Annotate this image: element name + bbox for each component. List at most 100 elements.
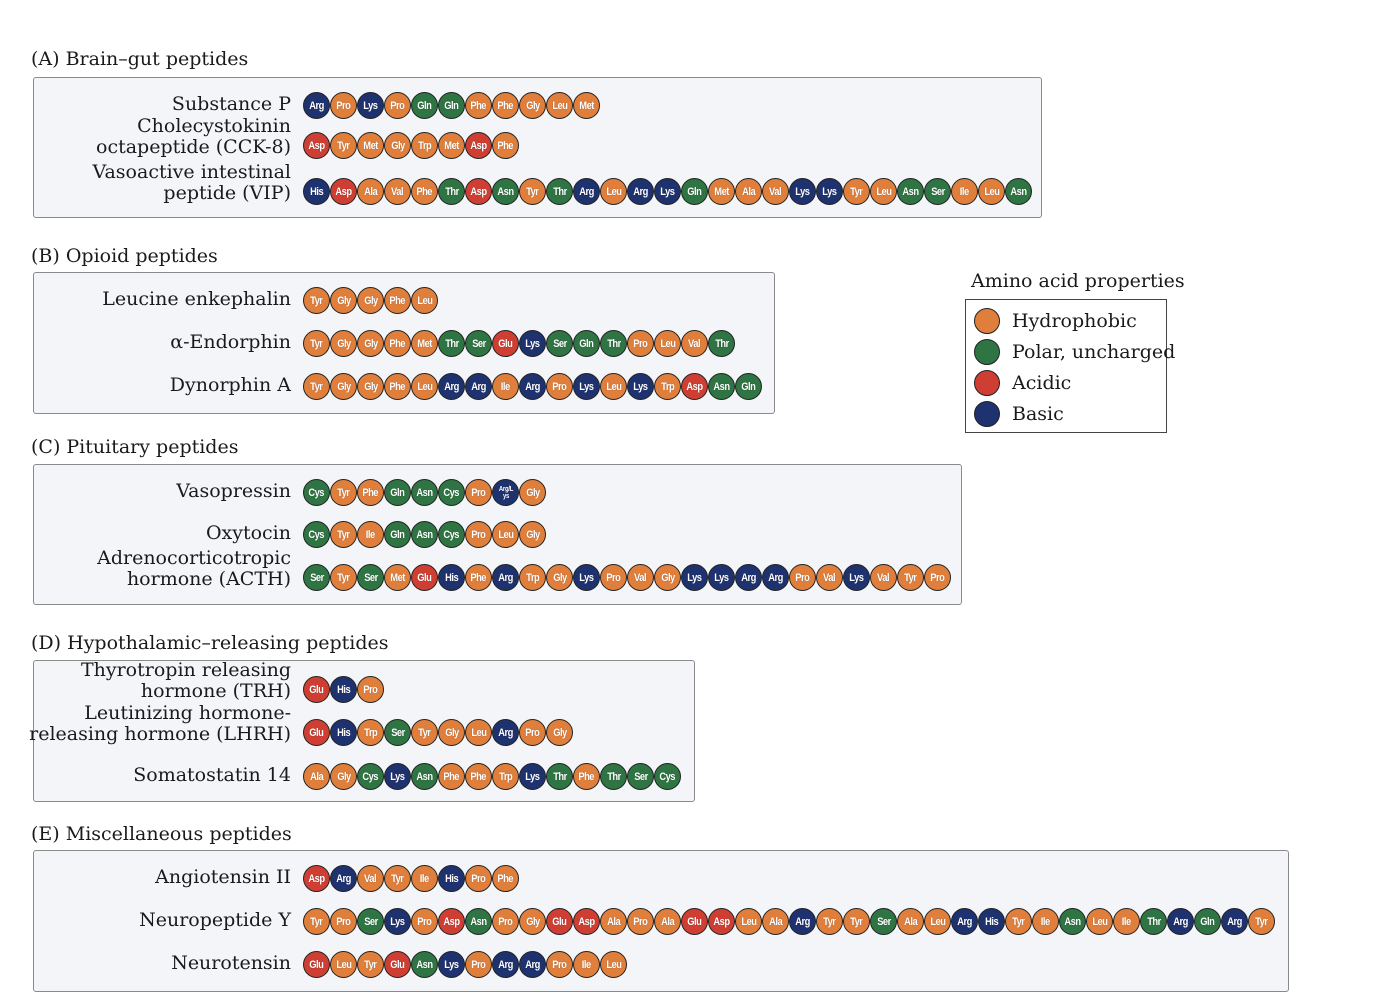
residue-label: Phe: [389, 337, 406, 350]
residue-label: Gln: [1200, 915, 1215, 928]
residue-label: Arg/Lys: [498, 485, 513, 500]
residue-polar: Cys: [303, 521, 330, 548]
residue-polar: Thr: [708, 330, 735, 357]
residue-label: Asn: [497, 185, 514, 198]
residue-label: Lys: [363, 99, 378, 112]
residue-label: Pro: [471, 486, 486, 499]
residue-label: Glu: [309, 726, 324, 739]
residue-label: Pro: [471, 528, 486, 541]
residue-polar: Asn: [411, 763, 438, 790]
residue-basic: Arg: [465, 373, 492, 400]
residue-basic: Arg: [951, 908, 978, 935]
residue-hydrophobic: Met: [411, 330, 438, 357]
residue-basic: Arg: [438, 373, 465, 400]
residue-hydrophobic: Tyr: [357, 951, 384, 978]
residue-label: Pro: [795, 571, 810, 584]
residue-hydrophobic: Trp: [519, 564, 546, 591]
residue-label: Tyr: [310, 294, 323, 307]
residue-hydrophobic: Phe: [384, 330, 411, 357]
residue-label: Val: [877, 571, 890, 584]
residue-label: Ile: [582, 958, 591, 971]
residue-basic: Arg/Lys: [492, 479, 519, 506]
residue-label: Ala: [768, 915, 783, 928]
residue-label: Ala: [309, 770, 324, 783]
residue-polar: Cys: [438, 521, 465, 548]
residue-label: Gly: [525, 99, 540, 112]
residue-label: Cys: [362, 770, 379, 783]
residue-label: Pro: [552, 380, 567, 393]
residue-polar: Ser: [546, 330, 573, 357]
residue-label: Phe: [470, 571, 487, 584]
residue-polar: Gln: [1194, 908, 1221, 935]
residue-hydrophobic: Met: [573, 92, 600, 119]
residue-label: Leu: [497, 528, 514, 541]
residue-hydrophobic: Ile: [951, 178, 978, 205]
residue-label: Thr: [552, 185, 567, 198]
residue-label: Trp: [660, 380, 675, 393]
residue-hydrophobic: Leu: [600, 951, 627, 978]
residue-hydrophobic: Ala: [357, 178, 384, 205]
residue-hydrophobic: Trp: [357, 719, 384, 746]
residue-label: Met: [390, 571, 405, 584]
residue-label: Pro: [471, 872, 486, 885]
residue-label: Asn: [416, 770, 433, 783]
residue-label: Pro: [336, 99, 351, 112]
residue-label: Tyr: [850, 915, 863, 928]
residue-basic: Lys: [519, 763, 546, 790]
residue-hydrophobic: Pro: [330, 92, 357, 119]
residue-label: Met: [579, 99, 594, 112]
residue-hydrophobic: Phe: [411, 178, 438, 205]
residue-label: His: [309, 185, 324, 198]
residue-label: Pro: [525, 726, 540, 739]
residue-label: Ala: [903, 915, 918, 928]
peptide-name-line: Cholecystokinin: [137, 115, 291, 137]
residue-polar: Gln: [681, 178, 708, 205]
residue-label: Pro: [417, 915, 432, 928]
residue-hydrophobic: Val: [870, 564, 897, 591]
residue-basic: Arg: [303, 92, 330, 119]
residue-label: Asn: [1010, 185, 1027, 198]
residue-hydrophobic: Ile: [411, 865, 438, 892]
residue-acidic: Glu: [681, 908, 708, 935]
residue-label: Arg: [525, 958, 540, 971]
peptide-name: Oxytocin: [206, 523, 291, 544]
residue-label: Arg: [741, 571, 756, 584]
residue-hydrophobic: Ile: [357, 521, 384, 548]
residue-label: Asp: [335, 185, 352, 198]
residue-label: Gly: [525, 915, 540, 928]
residue-acidic: Glu: [303, 951, 330, 978]
residue-label: Trp: [363, 726, 378, 739]
residue-basic: Arg: [1167, 908, 1194, 935]
residue-basic: His: [303, 178, 330, 205]
residue-label: Gly: [552, 571, 567, 584]
residue-label: Lys: [525, 770, 540, 783]
residue-label: Pro: [336, 915, 351, 928]
residue-acidic: Glu: [303, 719, 330, 746]
legend-label: Acidic: [1012, 372, 1072, 394]
residue-label: Gly: [336, 770, 351, 783]
residue-label: Lys: [822, 185, 837, 198]
residue-hydrophobic: Pro: [492, 908, 519, 935]
residue-label: Trp: [417, 139, 432, 152]
residue-label: Gln: [687, 185, 702, 198]
residue-hydrophobic: Pro: [546, 951, 573, 978]
residue-hydrophobic: Tyr: [897, 564, 924, 591]
residue-label: Val: [364, 872, 377, 885]
residue-label: Tyr: [526, 185, 539, 198]
residue-hydrophobic: Phe: [465, 564, 492, 591]
residue-label: Val: [634, 571, 647, 584]
residue-label: Tyr: [337, 139, 350, 152]
residue-basic: Lys: [573, 373, 600, 400]
residue-hydrophobic: Pro: [465, 521, 492, 548]
residue-hydrophobic: Leu: [870, 178, 897, 205]
